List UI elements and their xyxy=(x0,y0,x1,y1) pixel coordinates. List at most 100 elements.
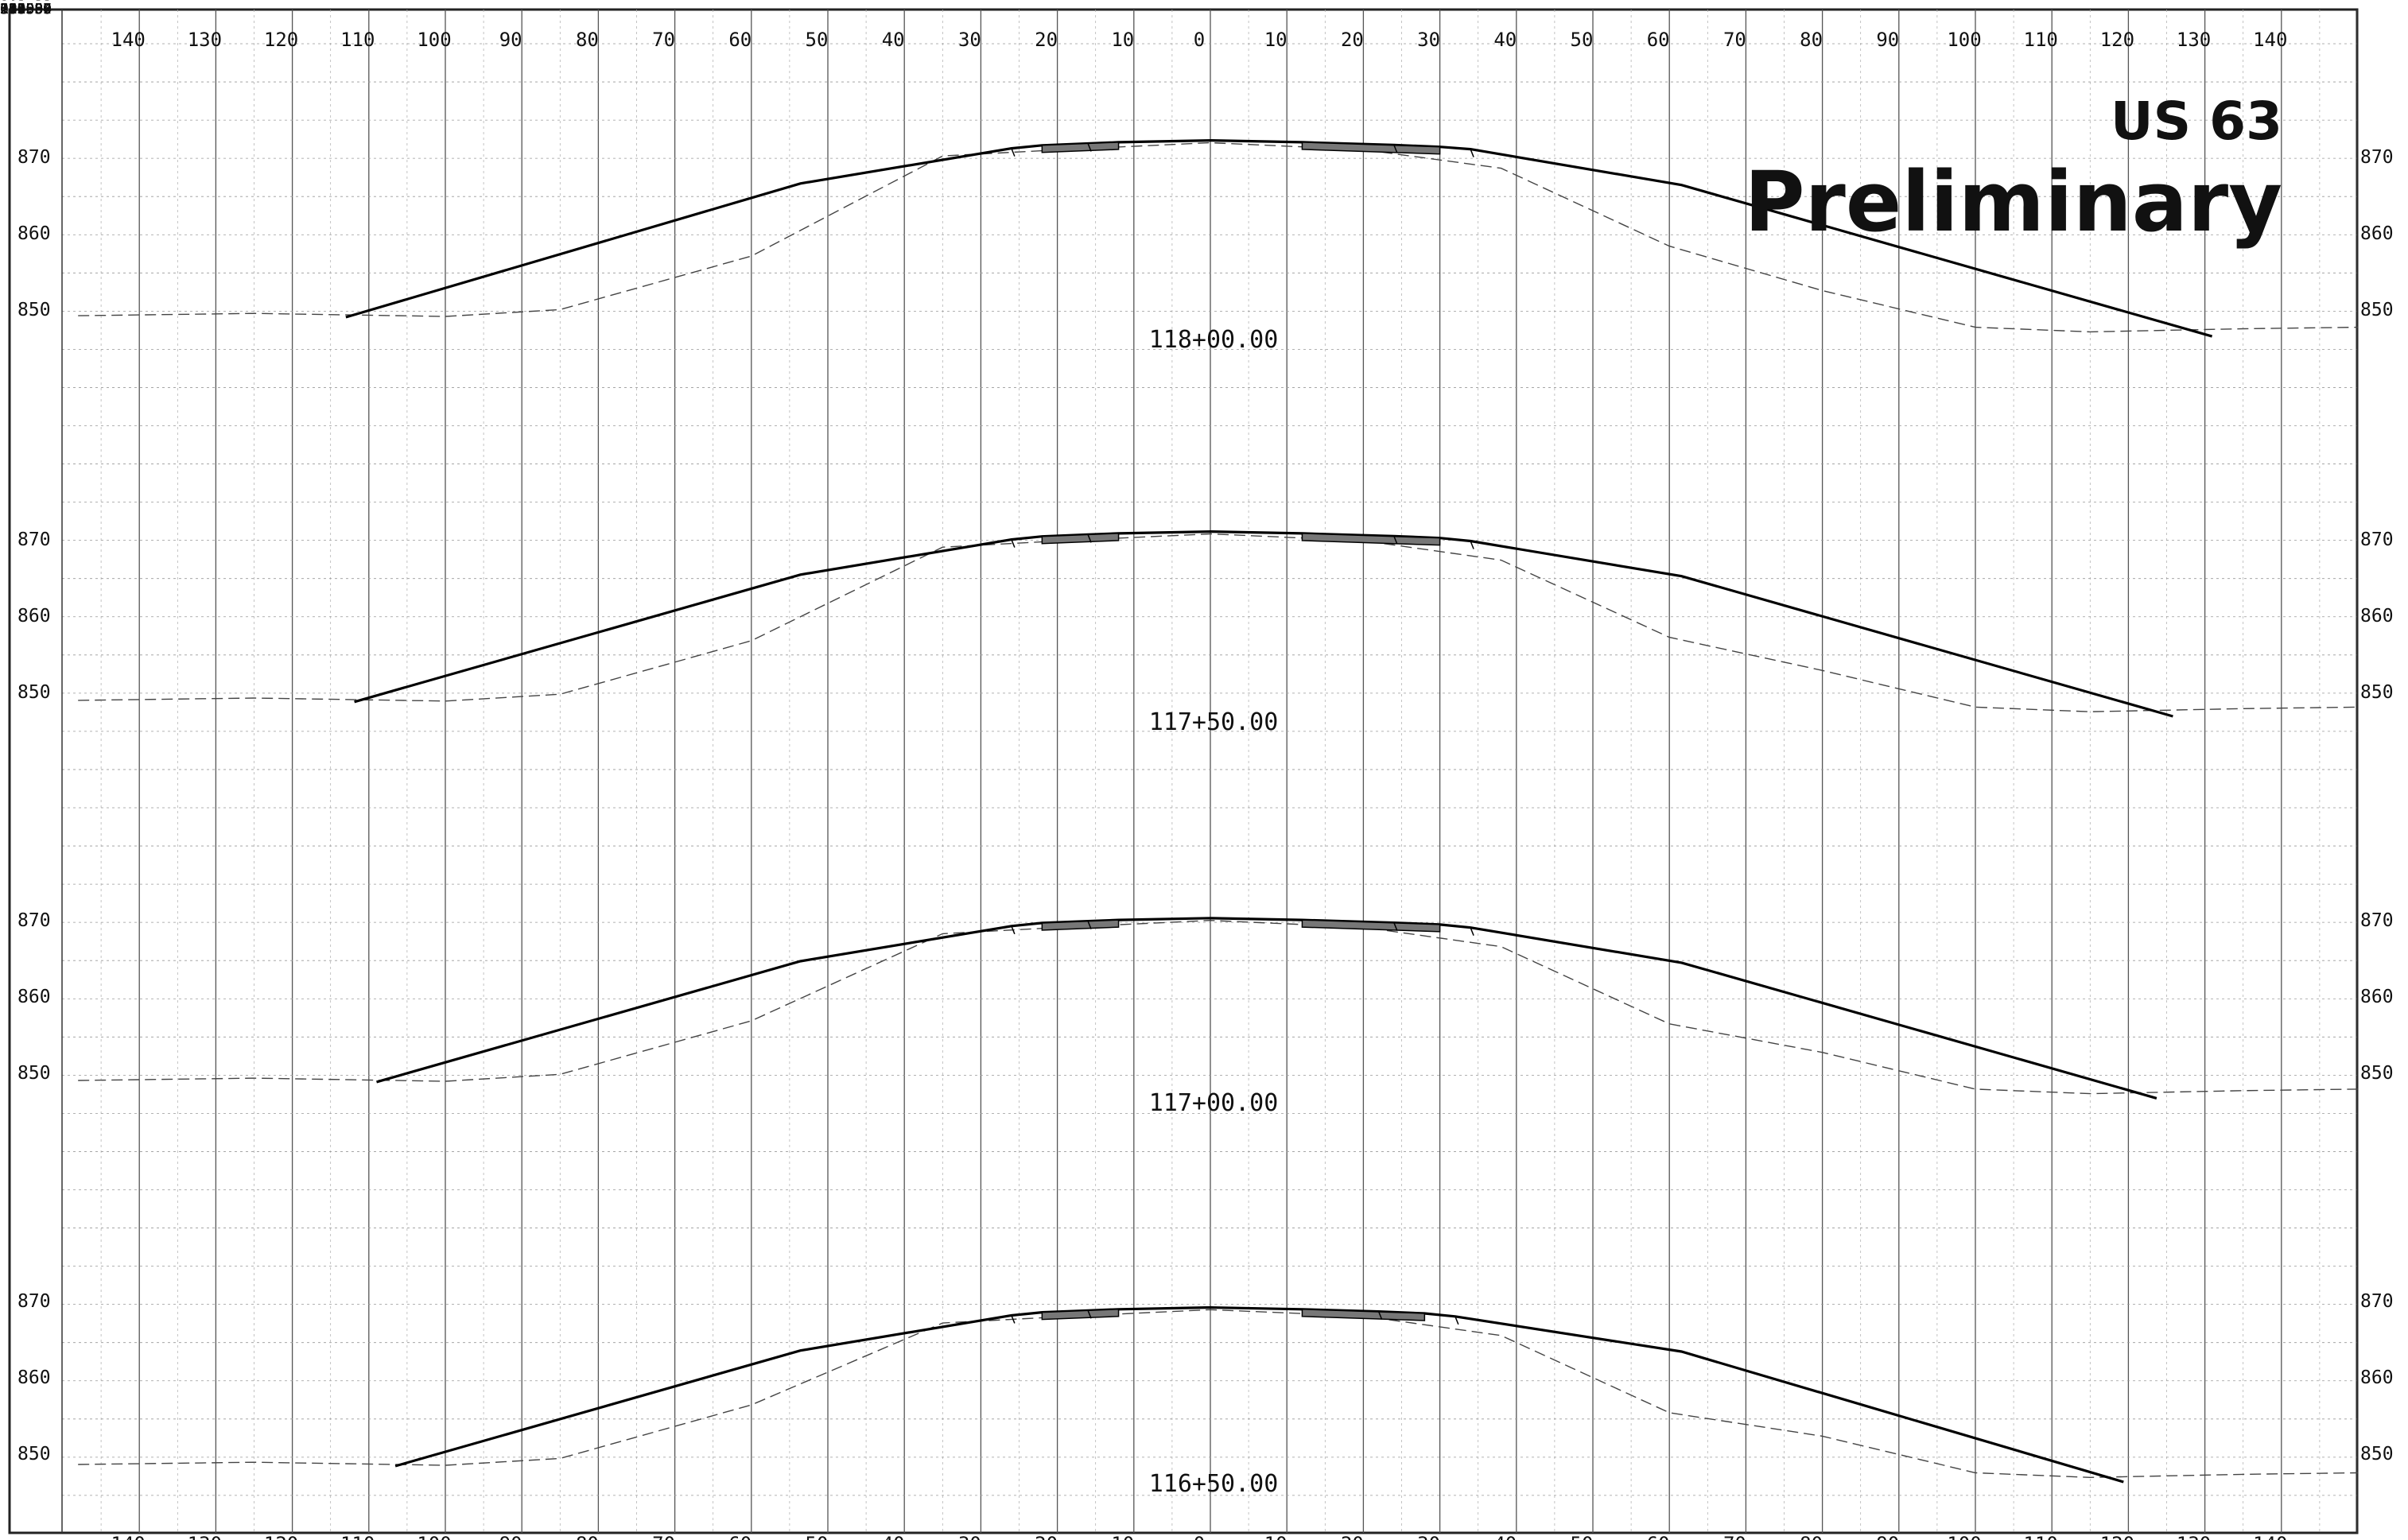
offset-label-top: 100 xyxy=(417,29,451,51)
shoulder-tick xyxy=(1087,143,1092,152)
point-annotation: 846.27119.37 xyxy=(0,0,52,17)
point-offset: -22.00 xyxy=(0,1,52,17)
point-annotation: 868.5822.00 xyxy=(0,0,52,17)
point-annotation: 871.5224.00 xyxy=(0,0,52,17)
point-elevation: 846.27 xyxy=(0,0,52,4)
offset-label-top: 120 xyxy=(2100,29,2134,51)
point-annotation: 870.3824.00 xyxy=(0,0,52,17)
point-elevation: 846.80 xyxy=(0,0,52,4)
existing-ground-line xyxy=(78,919,2359,1095)
point-offset: 32.00 xyxy=(0,1,43,17)
point-elevation: 868.48 xyxy=(0,0,52,4)
point-annotation: 866.4853.59 xyxy=(0,0,52,17)
point-offset: 119.37 xyxy=(0,1,52,17)
elevation-label-left: 860 xyxy=(17,987,51,1007)
point-offset: 30.00 xyxy=(0,1,43,17)
offset-label-top: 10 xyxy=(1111,29,1134,51)
offset-label-bottom: 130 xyxy=(2177,1533,2211,1540)
point-annotation: 869.6324.00 xyxy=(0,0,52,17)
point-elevation: 866.28 xyxy=(0,0,52,4)
offset-label-bottom: 20 xyxy=(1035,1533,1058,1540)
offset-label-top: 140 xyxy=(111,29,146,51)
elevation-label-right: 850 xyxy=(2360,1063,2394,1084)
point-offset: -12.00 xyxy=(0,1,52,17)
elevation-label-left: 870 xyxy=(17,529,51,550)
offset-label-top: 40 xyxy=(882,29,905,51)
point-offset: 61.59 xyxy=(0,1,43,17)
point-elevation: 863.34 xyxy=(0,0,52,4)
point-elevation: 865.34 xyxy=(0,0,52,4)
elevation-label-left: 860 xyxy=(17,606,51,626)
status-label: Preliminary xyxy=(1744,153,2282,250)
point-annotation: 848.69111.89 xyxy=(0,0,52,17)
offset-label-top: 60 xyxy=(1647,29,1670,51)
point-offset: 108.99 xyxy=(0,1,52,17)
point-offset: 22.00 xyxy=(0,1,43,17)
point-annotation: 870.58-16.00 xyxy=(0,0,52,17)
offset-label-bottom: 40 xyxy=(882,1533,905,1540)
point-elevation: 848.69 xyxy=(0,0,52,4)
shoulder-tick xyxy=(1087,534,1092,543)
point-offset: 0.00 xyxy=(0,1,34,17)
offset-label-bottom: 50 xyxy=(1571,1533,1594,1540)
offset-label-bottom: 120 xyxy=(2100,1533,2134,1540)
point-annotation: 848.78108.99 xyxy=(0,0,52,17)
point-offset: 22.00 xyxy=(0,1,43,17)
point-offset: 123.69 xyxy=(0,1,52,17)
point-annotation: 866.2861.59 xyxy=(0,0,52,17)
offset-label-bottom: 70 xyxy=(652,1533,675,1540)
point-annotation: 870.7412.00 xyxy=(0,0,52,17)
point-elevation: 869.59 xyxy=(0,0,52,4)
point-elevation: 868.08 xyxy=(0,0,52,4)
offset-label-top: 30 xyxy=(958,29,981,51)
offset-label-bottom: 80 xyxy=(576,1533,599,1540)
point-annotation: 871.8812.00 xyxy=(0,0,52,17)
offset-label-bottom: 30 xyxy=(958,1533,981,1540)
offset-label-bottom: 40 xyxy=(1493,1533,1517,1540)
offset-label-bottom: 100 xyxy=(1947,1533,1981,1540)
point-offset: 125.82 xyxy=(0,1,52,17)
elevation-label-left: 850 xyxy=(17,1444,51,1464)
point-elevation: 870.74 xyxy=(0,0,52,4)
point-annotation: 868.8812.00 xyxy=(0,0,52,17)
point-offset: 26.00 xyxy=(0,1,43,17)
point-elevation: 869.12 xyxy=(0,0,52,4)
elevation-label-right: 850 xyxy=(2360,682,2394,703)
offset-label-bottom: 10 xyxy=(1111,1533,1134,1540)
point-elevation: 869.39 xyxy=(0,0,52,4)
point-elevation: 870.98 xyxy=(0,0,52,4)
elevation-label-left: 850 xyxy=(17,682,51,703)
point-elevation: 848.78 xyxy=(0,0,52,4)
point-annotation: 869.1926.00 xyxy=(0,0,52,17)
elevation-label-right: 870 xyxy=(2360,910,2394,931)
shoulder-tick xyxy=(1011,925,1016,935)
point-elevation: 869.63 xyxy=(0,0,52,4)
offset-label-bottom: 90 xyxy=(499,1533,522,1540)
existing-ground-line xyxy=(78,142,2359,333)
point-offset: 53.59 xyxy=(0,1,43,17)
point-elevation: 867.94 xyxy=(0,0,52,4)
cross-section: 848.78108.99864.5953.59869.1926.00869.59… xyxy=(0,0,2359,1117)
point-annotation: 846.65123.69 xyxy=(0,0,52,17)
point-offset: 12.00 xyxy=(0,1,43,17)
elevation-label-right: 860 xyxy=(2360,223,2394,244)
point-offset: -16.00 xyxy=(0,1,52,17)
pavement-section xyxy=(1041,142,1120,153)
point-annotation: 846.47130.94 xyxy=(0,0,52,17)
point-elevation: 865.14 xyxy=(0,0,52,4)
point-annotation: 868.9934.00 xyxy=(0,0,52,17)
offset-label-top: 30 xyxy=(1417,29,1440,51)
offset-label-bottom: 90 xyxy=(1876,1533,1899,1540)
shoulder-tick xyxy=(1470,541,1474,549)
point-offset: -12.00 xyxy=(0,1,52,17)
shoulder-tick xyxy=(1455,1316,1459,1325)
point-elevation: 869.94 xyxy=(0,0,52,4)
point-annotation: 869.3930.00 xyxy=(0,0,52,17)
point-elevation: 864.59 xyxy=(0,0,52,4)
point-annotation: 869.120.00 xyxy=(0,0,52,17)
elevation-label-right: 860 xyxy=(2360,1367,2394,1388)
point-elevation: 869.19 xyxy=(0,0,52,4)
point-elevation: 870.98 xyxy=(0,0,52,4)
shoulder-tick xyxy=(1470,149,1474,157)
